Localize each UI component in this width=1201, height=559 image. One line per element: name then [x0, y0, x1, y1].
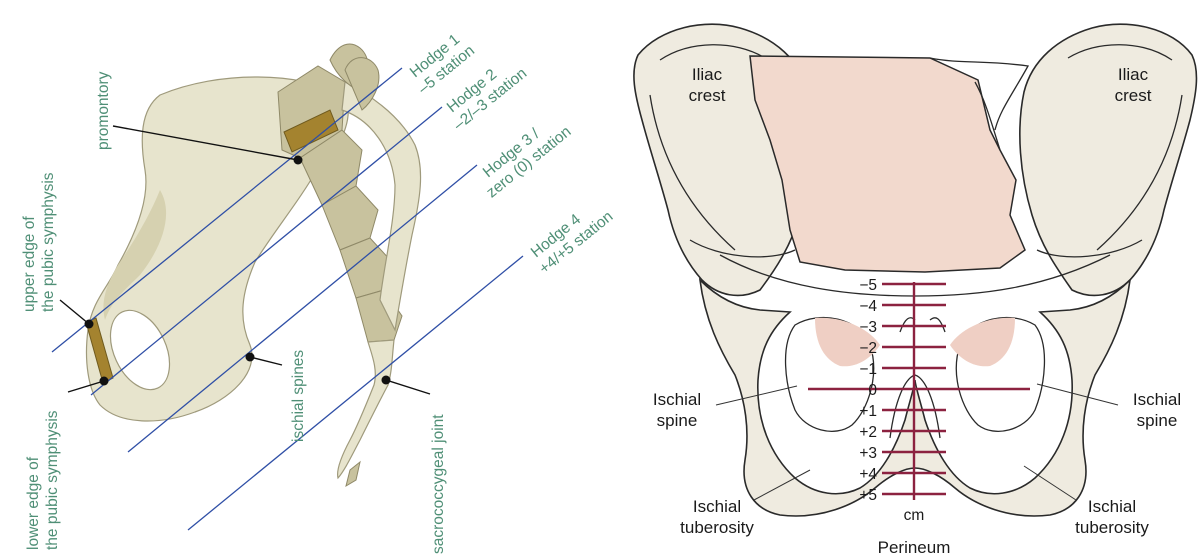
svg-text:lower edge of: lower edge of — [25, 456, 42, 550]
right-ilium — [1020, 24, 1197, 295]
hodge-3-label: Hodge 3 / zero (0) station — [472, 109, 574, 201]
ischial-tuberosity-left-label-2: tuberosity — [680, 518, 754, 537]
station-label-p3: +3 — [859, 445, 877, 462]
station-label-p5: +5 — [859, 487, 877, 504]
ischial-spines-point — [246, 353, 255, 362]
lower-symphysis-label: lower edge of the pubic symphysis — [25, 410, 61, 550]
station-label-m4: −4 — [859, 298, 877, 315]
ischial-spines-label: ischial spines — [290, 350, 307, 442]
svg-text:upper edge of: upper edge of — [21, 216, 38, 312]
iliac-crest-right-label-1: Iliac — [1118, 65, 1149, 84]
station-label-0: 0 — [868, 382, 877, 399]
station-label-m3: −3 — [859, 319, 877, 336]
coccyx — [338, 340, 394, 478]
promontory-label: promontory — [95, 71, 112, 150]
coccyx-tip — [346, 462, 360, 486]
ischial-tuberosity-right-label-2: tuberosity — [1075, 518, 1149, 537]
station-label-p1: +1 — [859, 403, 877, 420]
sacrococcygeal-leader — [386, 380, 430, 394]
upper-symphysis-label: upper edge of the pubic symphysis — [21, 172, 57, 312]
iliac-crest-left-label-2: crest — [689, 86, 726, 105]
upper-symphysis-point — [85, 320, 94, 329]
promontory-point — [294, 156, 303, 165]
svg-text:the pubic symphysis: the pubic symphysis — [40, 172, 57, 312]
ischial-spine-left-label-1: Ischial — [653, 390, 701, 409]
right-figure-frontal-pelvis: −5 −4 −3 −2 −1 0 +1 +2 +3 +4 +5 cm Iliac… — [634, 24, 1197, 557]
ischial-spine-right-label-2: spine — [1137, 411, 1178, 430]
station-label-m1: −1 — [859, 361, 877, 378]
station-label-m2: −2 — [859, 340, 877, 357]
iliac-crest-left-label-1: Iliac — [692, 65, 723, 84]
iliac-crest-right-label-2: crest — [1115, 86, 1152, 105]
ischial-tuberosity-right-label-1: Ischial — [1088, 497, 1136, 516]
station-label-m5: −5 — [859, 277, 877, 294]
ischial-spine-right-label-1: Ischial — [1133, 390, 1181, 409]
ischial-tuberosity-left-label-1: Ischial — [693, 497, 741, 516]
station-label-p2: +2 — [859, 424, 877, 441]
perineum-label: Perineum — [878, 538, 951, 557]
hodge-4-label: Hodge 4 +4/+5 station — [525, 194, 617, 278]
sacrococcygeal-point — [382, 376, 391, 385]
left-figure-sagittal-pelvis: Hodge 1 –5 station Hodge 2 –2/–3 station… — [21, 28, 616, 554]
upper-symphysis-leader — [60, 300, 89, 324]
unit-cm-label: cm — [904, 507, 925, 524]
ischial-spine-left-label-2: spine — [657, 411, 698, 430]
lower-symphysis-point — [100, 377, 109, 386]
sacrococcygeal-joint-label: sacrococcygeal joint — [430, 414, 447, 554]
svg-text:the pubic symphysis: the pubic symphysis — [44, 410, 61, 550]
station-label-p4: +4 — [859, 466, 877, 483]
ischial-spines-leader — [250, 357, 282, 365]
